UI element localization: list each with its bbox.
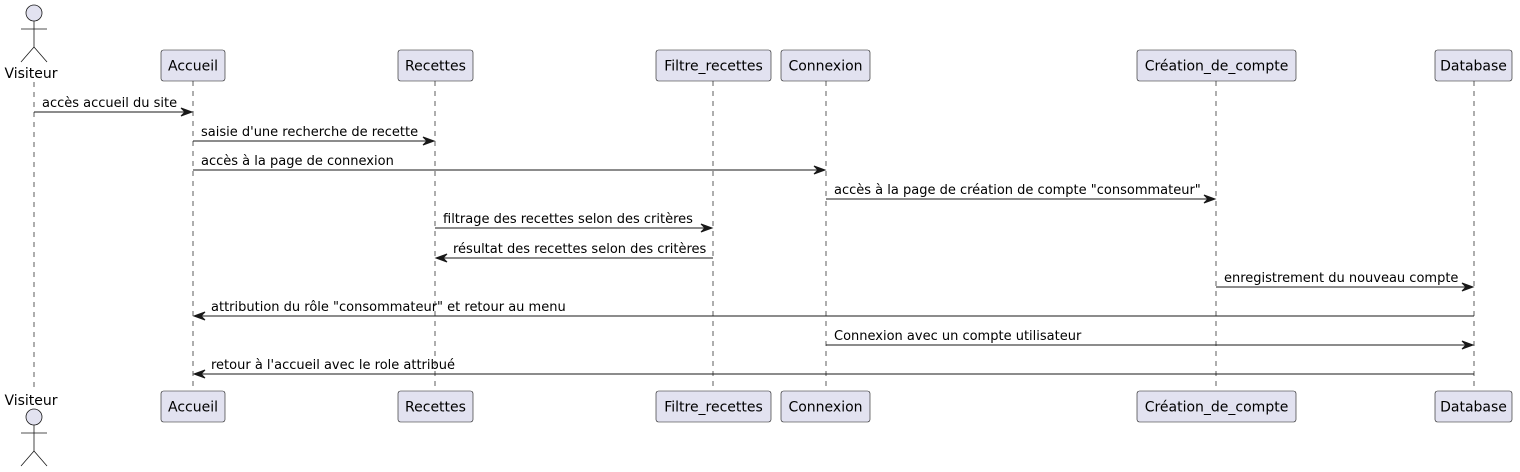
message-label: accès à la page de connexion [201, 154, 394, 169]
arrow-right-icon [1203, 194, 1217, 204]
arrow-left-icon [192, 369, 206, 379]
participant-creation-bottom: Création_de_compte [1136, 390, 1297, 423]
message-label: accès accueil du site [42, 96, 177, 111]
participant-label: Connexion [788, 59, 862, 75]
participant-box [397, 390, 474, 423]
participant-database-bottom: Database [1434, 390, 1513, 423]
message-7: enregistrement du nouveau compte [1216, 271, 1475, 292]
participant-box [160, 49, 226, 82]
actor-leg-right [33, 46, 48, 63]
message-label: saisie d'une recherche de recette [201, 125, 418, 140]
actor-visiteur-bottom: Visiteur [4, 393, 58, 467]
message-label: retour à l'accueil avec le role attribué [211, 358, 455, 373]
participant-connexion-bottom: Connexion [780, 390, 871, 423]
participant-label: Connexion [788, 400, 862, 416]
participant-accueil-bottom: Accueil [160, 390, 226, 423]
participant-label: Filtre_recettes [664, 59, 763, 75]
participant-label: Database [1440, 59, 1507, 75]
participant-label: Filtre_recettes [664, 400, 763, 416]
participant-database-top: Database [1434, 49, 1513, 82]
message-label: attribution du rôle "consommateur" et re… [211, 300, 566, 315]
message-6: résultat des recettes selon des critères [434, 242, 713, 263]
actor-leg-right [33, 450, 48, 467]
message-4: accès à la page de création de compte "c… [826, 183, 1217, 204]
participant-connexion-top: Connexion [780, 49, 871, 82]
participant-creation-top: Création_de_compte [1136, 49, 1297, 82]
message-10: retour à l'accueil avec le role attribué [192, 358, 1474, 379]
participant-label: Création_de_compte [1145, 400, 1289, 416]
actor-visiteur-top: Visiteur [4, 4, 58, 82]
participant-recettes-top: Recettes [397, 49, 474, 82]
participant-box [655, 49, 772, 82]
message-label: résultat des recettes selon des critères [453, 242, 707, 257]
message-label: filtrage des recettes selon des critères [443, 212, 693, 227]
actor-head-icon [25, 408, 43, 426]
message-label: accès à la page de création de compte "c… [834, 183, 1201, 198]
arrow-left-icon [434, 253, 448, 263]
arrow-right-icon [180, 107, 194, 117]
message-3: accès à la page de connexion [193, 154, 827, 175]
participant-label: Accueil [168, 59, 218, 75]
arrow-right-icon [813, 165, 827, 175]
actor-head-icon [25, 4, 43, 22]
actor-leg-left [20, 46, 35, 63]
actor-label: Visiteur [4, 393, 57, 409]
participant-box [397, 49, 474, 82]
actor-leg-left [20, 450, 35, 467]
message-8: attribution du rôle "consommateur" et re… [192, 300, 1474, 321]
participant-box [160, 390, 226, 423]
arrow-right-icon [1461, 282, 1475, 292]
participant-box [1434, 390, 1513, 423]
participant-box [1136, 390, 1297, 423]
arrow-right-icon [1461, 340, 1475, 350]
participant-filtre-bottom: Filtre_recettes [655, 390, 772, 423]
participant-label: Recettes [405, 59, 466, 75]
arrow-right-icon [422, 136, 436, 146]
participant-box [780, 390, 871, 423]
message-2: saisie d'une recherche de recette [193, 125, 436, 146]
participant-box [1136, 49, 1297, 82]
message-1: accès accueil du site [34, 96, 194, 117]
message-9: Connexion avec un compte utilisateur [826, 329, 1475, 350]
participant-recettes-bottom: Recettes [397, 390, 474, 423]
participant-box [1434, 49, 1513, 82]
actor-label: Visiteur [4, 66, 57, 82]
participant-label: Création_de_compte [1145, 59, 1289, 75]
participant-label: Database [1440, 400, 1507, 416]
participant-box [655, 390, 772, 423]
participant-filtre-top: Filtre_recettes [655, 49, 772, 82]
arrow-left-icon [192, 311, 206, 321]
message-label: Connexion avec un compte utilisateur [834, 329, 1082, 344]
participant-box [780, 49, 871, 82]
participant-label: Accueil [168, 400, 218, 416]
message-label: enregistrement du nouveau compte [1224, 271, 1458, 286]
message-5: filtrage des recettes selon des critères [435, 212, 714, 233]
participant-accueil-top: Accueil [160, 49, 226, 82]
arrow-right-icon [700, 223, 714, 233]
participant-label: Recettes [405, 400, 466, 416]
